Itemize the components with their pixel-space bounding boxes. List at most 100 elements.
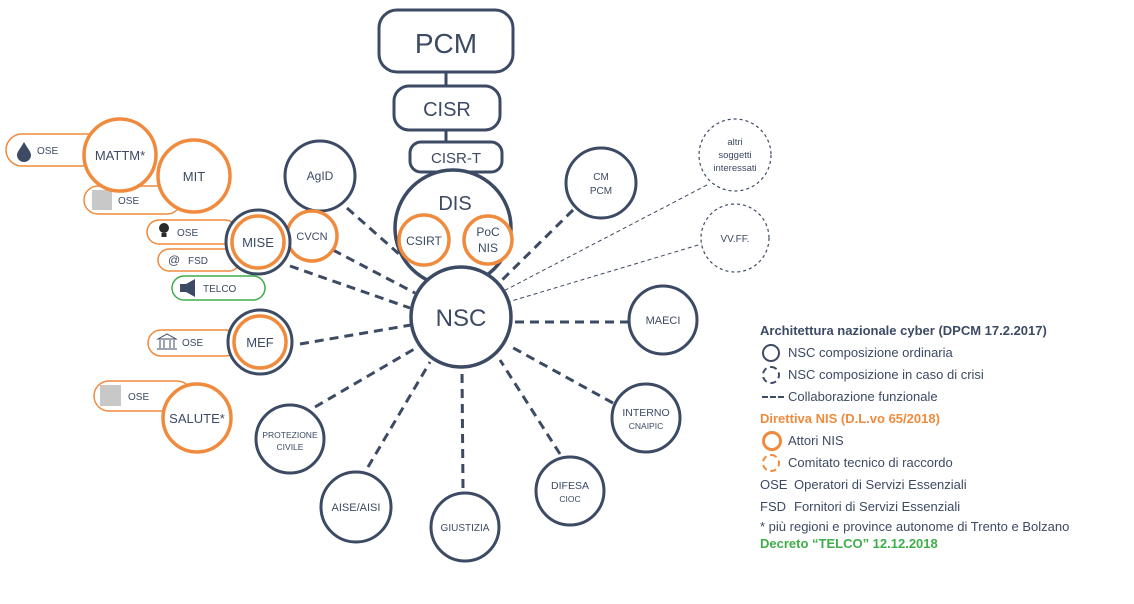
aise-aisi-node: AISE/AISI [319, 470, 393, 544]
csirt-node: CSIRT [397, 213, 451, 267]
svg-text:MIT: MIT [183, 169, 205, 184]
megaphone-icon [180, 279, 195, 297]
svg-text:NIS: NIS [478, 241, 498, 255]
spoke-mise [289, 264, 411, 310]
cvcn-node: CVCN [285, 209, 339, 263]
svg-text:CISR-T: CISR-T [431, 150, 481, 167]
bank-icon [156, 333, 178, 350]
tag-mise-telco: TELCO [171, 275, 266, 301]
ordinary-circle-icon [760, 343, 788, 363]
svg-text:AISE/AISI: AISE/AISI [332, 502, 381, 514]
svg-text:DIS: DIS [438, 193, 471, 215]
cm-pcm-node: CM PCM [564, 146, 638, 220]
svg-text:interessati: interessati [713, 163, 756, 174]
legend-crisis: NSC composizione in caso di crisi [760, 364, 1132, 386]
spoke-difesa [498, 359, 562, 455]
spoke-cm [496, 208, 575, 286]
giustizia-node: GIUSTIZIA [429, 491, 501, 563]
svg-text:NSC: NSC [436, 305, 487, 332]
svg-text:MISE: MISE [242, 235, 274, 250]
water-drop-icon [17, 142, 31, 162]
tag-mise-fsd: @ FSD [157, 248, 241, 272]
interno-node: INTERNO CNAIPIC [610, 382, 682, 454]
svg-text:altri: altri [727, 137, 742, 148]
pcm-box: PCM [377, 8, 515, 74]
spoke-agid [346, 206, 426, 279]
crisis-dashed-circle-icon [760, 365, 788, 385]
svg-text:soggetti: soggetti [718, 150, 751, 161]
svg-text:OSE: OSE [118, 196, 139, 207]
transport-icon [92, 190, 112, 210]
crisis-lines [493, 184, 708, 306]
spoke-aise [366, 361, 432, 468]
legend-fsd: FSD Fornitori di Servizi Essenziali [760, 499, 961, 514]
maeci-node: MAECI [627, 284, 699, 356]
svg-text:CVCN: CVCN [296, 231, 327, 243]
svg-text:CM: CM [593, 172, 609, 183]
protezione-civile-node: PROTEZIONE CIVILE [254, 403, 326, 475]
legend-functional: Collaborazione funzionale [760, 386, 1132, 408]
svg-text:CSIRT: CSIRT [406, 234, 442, 248]
functional-collaboration-lines [289, 206, 629, 489]
tag-mise-ose: OSE [146, 219, 238, 245]
spoke-interno [507, 343, 614, 405]
cisrt-box: CISR-T [408, 140, 504, 174]
svg-text:CIVILE: CIVILE [277, 442, 304, 452]
svg-text:CISR: CISR [423, 99, 471, 121]
legend-ordinary: NSC composizione ordinaria [760, 342, 1132, 364]
spoke-mef [299, 323, 412, 346]
legend-ose: OSE Operatori di Servizi Essenziali [760, 477, 967, 492]
svg-text:PROTEZIONE: PROTEZIONE [262, 430, 318, 440]
crisis-line-vvff [497, 242, 706, 306]
svg-text:DIFESA: DIFESA [551, 480, 589, 492]
svg-text:MEF: MEF [246, 335, 274, 350]
spoke-cvcn [332, 248, 416, 295]
agid-node: AgID [283, 139, 357, 213]
legend-title: Architettura nazionale cyber (DPCM 17.2.… [760, 323, 1047, 338]
difesa-node: DIFESA CIOC [534, 455, 606, 527]
at-icon: @ [168, 253, 180, 267]
legend-nis-title: Direttiva NIS (D.L.vo 65/2018) [760, 411, 940, 426]
dashed-line-icon [760, 387, 788, 407]
committee-dashed-circle-icon [760, 453, 788, 473]
svg-text:CIOC: CIOC [559, 494, 580, 504]
svg-text:MATTM*: MATTM* [95, 148, 145, 163]
legend-committee: Comitato tecnico di raccordo [760, 452, 1132, 474]
tag-mef-ose: OSE [147, 329, 239, 357]
svg-text:OSE: OSE [37, 146, 58, 157]
crisis-line-altri [493, 184, 708, 297]
spoke-giustizia [460, 369, 465, 489]
legend-note: * più regioni e province autonome di Tre… [760, 519, 1070, 534]
svg-text:OSE: OSE [128, 392, 149, 403]
legend: Architettura nazionale cyber (DPCM 17.2.… [760, 320, 1132, 552]
mef-node: MEF [226, 308, 294, 376]
svg-text:OSE: OSE [177, 228, 198, 239]
legend-telco-decree: Decreto “TELCO” 12.12.2018 [760, 536, 938, 551]
tag-mattm-ose: OSE [5, 133, 107, 167]
health-icon [100, 385, 121, 406]
vvff-node: VV.FF. [700, 203, 770, 273]
altri-soggetti-node: altri soggetti interessati [698, 118, 772, 192]
svg-text:SALUTE*: SALUTE* [169, 411, 225, 426]
svg-text:TELCO: TELCO [203, 284, 237, 295]
svg-text:AgID: AgID [307, 169, 334, 183]
legend-nis-actors: Attori NIS [760, 430, 1132, 452]
salute-node: SALUTE* [161, 382, 233, 454]
svg-text:PoC: PoC [476, 225, 500, 239]
nsc-node: NSC [409, 265, 513, 369]
mit-node: MIT [156, 138, 232, 214]
svg-text:OSE: OSE [182, 338, 203, 349]
poc-nis-node: PoC NIS [462, 214, 514, 266]
spoke-prot [314, 346, 417, 409]
lightbulb-icon [159, 223, 169, 233]
nis-actor-circle-icon [760, 431, 788, 451]
svg-text:VV.FF.: VV.FF. [720, 234, 749, 245]
svg-text:GIUSTIZIA: GIUSTIZIA [441, 523, 490, 534]
cisr-box: CISR [392, 84, 502, 132]
svg-text:FSD: FSD [188, 256, 208, 267]
svg-text:CNAIPIC: CNAIPIC [629, 421, 663, 431]
svg-text:PCM: PCM [590, 186, 612, 197]
svg-text:INTERNO: INTERNO [622, 407, 669, 419]
mise-node: MISE [224, 208, 292, 276]
